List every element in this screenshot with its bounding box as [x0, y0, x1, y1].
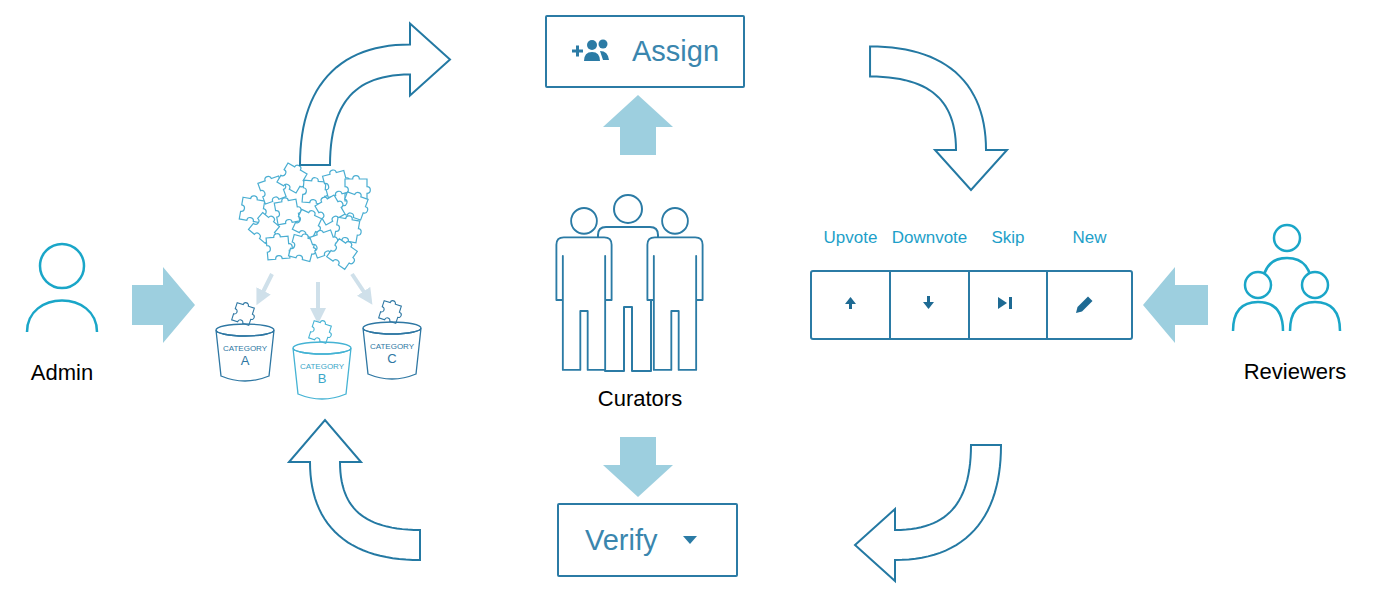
bucket	[293, 318, 351, 399]
admin-icon	[27, 244, 97, 332]
node-label: CATEGORY A	[221, 340, 269, 369]
node-label: Curators	[598, 386, 682, 412]
actor: Reviewers	[1225, 220, 1365, 385]
toolbar-button: Upvote	[810, 270, 891, 340]
bucket	[216, 300, 274, 381]
node-label: Admin	[31, 360, 93, 386]
node-label: CATEGORY B	[298, 358, 346, 387]
toolbar-button: Skip	[968, 270, 1048, 340]
toolbar-button: Downvote	[889, 270, 970, 340]
cycle-arrow	[300, 24, 450, 166]
block-arrow	[603, 437, 673, 497]
node-label: Reviewers	[1244, 359, 1347, 385]
add-group-icon	[572, 40, 609, 62]
toolbar-button: New	[1046, 270, 1133, 340]
cycle-arrow	[289, 420, 420, 560]
category-bucket: CATEGORY C	[360, 314, 424, 380]
block-arrow	[603, 95, 673, 155]
node-label: New	[1072, 228, 1106, 248]
bucket	[363, 298, 421, 379]
reviewers-icon	[1233, 225, 1340, 331]
cycle-arrow	[855, 445, 1001, 581]
action-button: Assign	[545, 15, 745, 88]
node-label: Downvote	[892, 228, 968, 248]
node-label: Skip	[991, 228, 1024, 248]
node-label: Assign	[632, 35, 719, 68]
curators-icon	[556, 195, 702, 371]
puzzle-pile	[239, 160, 372, 271]
node-label: Upvote	[824, 228, 878, 248]
sort-arrows	[260, 274, 368, 316]
block-arrow	[1143, 267, 1208, 343]
cycle-arrow	[870, 47, 1007, 191]
dropdown-caret	[683, 536, 697, 544]
actor: Admin	[10, 238, 114, 386]
action-button: Verify	[557, 503, 738, 577]
category-bucket: CATEGORY A	[213, 316, 277, 382]
block-arrow	[132, 267, 195, 343]
node-label: CATEGORY C	[368, 338, 416, 367]
actor: Curators	[540, 190, 740, 412]
category-bucket: CATEGORY B	[290, 334, 354, 400]
node-label: Verify	[585, 524, 658, 557]
